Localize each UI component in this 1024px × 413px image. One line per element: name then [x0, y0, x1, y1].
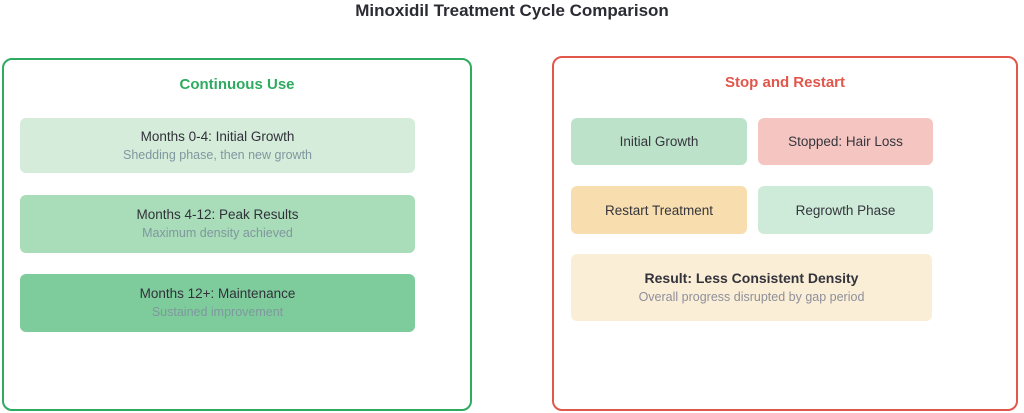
stop-restart-title: Stop and Restart [724, 74, 845, 91]
box-regrowth-phase: Regrowth Phase [758, 186, 933, 234]
page-title: Minoxidil Treatment Cycle Comparison [355, 1, 669, 20]
stage-title: Months 0-4: Initial Growth [140, 128, 295, 144]
stop-restart-panel: Stop and Restart Initial Growth Stopped:… [552, 56, 1018, 411]
result-title: Result: Less Consistent Density [644, 270, 859, 287]
stage-subtitle: Shedding phase, then new growth [122, 147, 313, 162]
stage-months-4-12: Months 4-12: Peak Results Maximum densit… [20, 195, 415, 253]
stage-months-0-4: Months 0-4: Initial Growth Shedding phas… [20, 118, 415, 173]
box-stopped-hair-loss: Stopped: Hair Loss [758, 118, 933, 165]
stage-title: Months 12+: Maintenance [139, 286, 296, 302]
result-box: Result: Less Consistent Density Overall … [571, 254, 932, 321]
result-subtitle: Overall progress disrupted by gap period [638, 290, 865, 305]
stage-subtitle: Maximum density achieved [142, 226, 293, 241]
stage-months-12-plus: Months 12+: Maintenance Sustained improv… [20, 274, 415, 332]
stage-subtitle: Sustained improvement [151, 305, 284, 320]
box-initial-growth: Initial Growth [571, 118, 747, 165]
continuous-use-title: Continuous Use [179, 76, 295, 93]
continuous-use-panel: Continuous Use Months 0-4: Initial Growt… [2, 58, 472, 411]
box-restart-treatment: Restart Treatment [571, 186, 747, 234]
stage-title: Months 4-12: Peak Results [136, 207, 299, 223]
